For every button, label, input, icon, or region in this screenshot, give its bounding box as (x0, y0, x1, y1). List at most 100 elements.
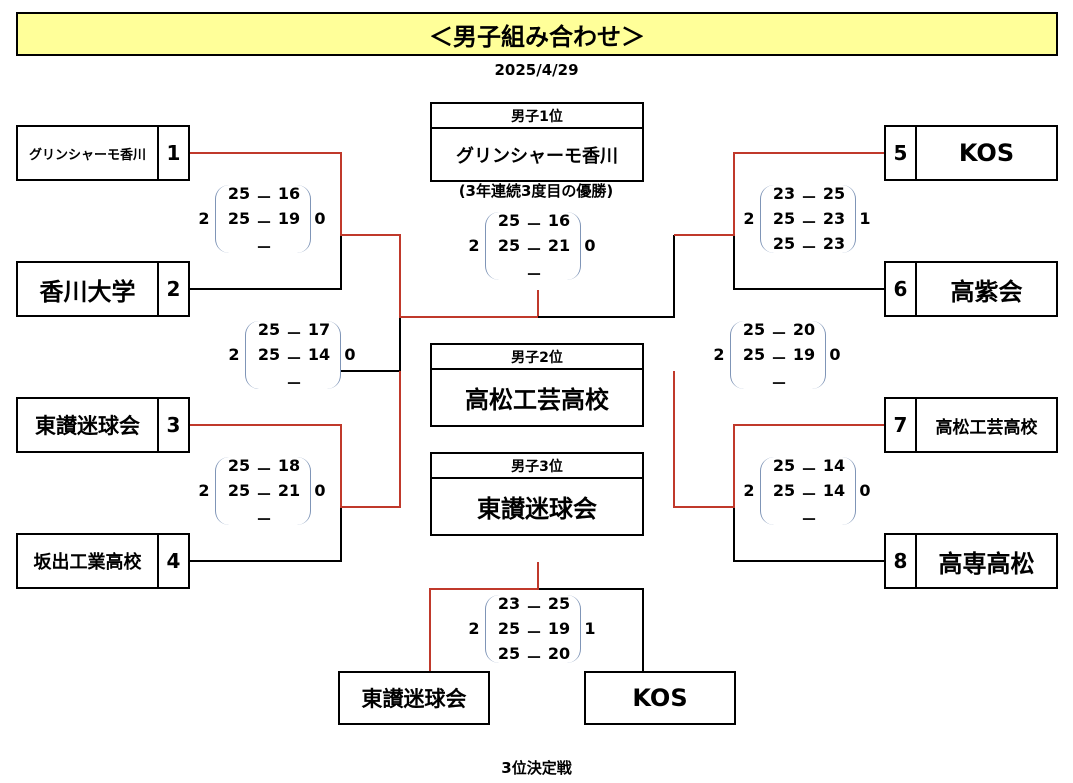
score-dash: － (526, 240, 543, 259)
team-name: KOS (632, 684, 688, 712)
set-row: 23 －25 (771, 184, 851, 207)
third-place-box: 男子3位 東讃迷球会 (430, 452, 644, 536)
team-box-6: 6 高紫会 (884, 261, 1058, 317)
bracket-paren (245, 321, 260, 389)
score-dash: － (801, 188, 818, 207)
set-row: － (226, 506, 306, 529)
seed-number: 8 (886, 535, 917, 587)
bracket-paren (566, 212, 581, 280)
set-score-right: 21 (547, 236, 571, 255)
seed-number: 1 (157, 127, 188, 179)
winner-line (190, 371, 401, 508)
score-dash: － (286, 324, 303, 343)
third-place-left-team: 東讃迷球会 (338, 671, 490, 725)
sets-won-right: 0 (314, 209, 326, 228)
bracket-line (733, 235, 884, 290)
third-place-match-label: 3位決定戦 (501, 759, 572, 777)
team-box-2: 香川大学 2 (16, 261, 190, 317)
set-row: 25－14 (771, 481, 851, 504)
champion-note: (3年連続3度目の優勝) (458, 182, 614, 200)
score-block-m2: 2 0 25－17 25－14 － (226, 319, 376, 393)
winner-line (429, 562, 539, 671)
set-score-left: 25 (497, 211, 521, 230)
seed-number: 6 (886, 263, 917, 315)
score-block-m3: 2 0 25－18 25－21 － (196, 455, 346, 529)
sets-won-right: 1 (584, 619, 596, 638)
set-score-right: 17 (307, 320, 331, 339)
set-row: 25－20 (496, 644, 576, 667)
set-score-left: 23 (497, 594, 521, 613)
bracket-paren (730, 321, 745, 389)
score-block-m6: 2 0 25－14 25－14 － (741, 455, 891, 529)
score-block-m1: 2 0 25－16 25－19 － (196, 183, 346, 257)
set-score-left: 23 (772, 184, 796, 203)
rank-team: 東讃迷球会 (477, 495, 597, 523)
set-row: 25－23 (771, 209, 851, 232)
team-name: KOS (958, 139, 1015, 167)
score-block-m5: 2 0 25－20 25－19 － (711, 319, 861, 393)
second-place-box: 男子2位 高松工芸高校 (430, 343, 644, 427)
set-score-left: 25 (742, 345, 766, 364)
set-score-left: 25 (772, 209, 796, 228)
set-score-right: 25 (822, 184, 846, 203)
sets-won-left: 2 (228, 345, 240, 364)
set-row: － (256, 370, 336, 393)
set-score-left: 25 (257, 345, 281, 364)
bracket-paren (811, 321, 826, 389)
score-dash: － (526, 648, 543, 667)
set-score-left: 25 (772, 456, 796, 475)
score-dash: － (256, 510, 273, 529)
set-score-left: 25 (227, 184, 251, 203)
set-row: 25－23 (771, 234, 851, 257)
bracket-paren (760, 457, 775, 525)
set-score-right: 19 (792, 345, 816, 364)
rank-label: 男子2位 (432, 345, 642, 370)
sets-won-right: 0 (344, 345, 356, 364)
set-row: － (771, 506, 851, 529)
bracket-paren (841, 457, 856, 525)
team-name: 東讃迷球会 (361, 687, 467, 711)
score-dash: － (801, 460, 818, 479)
set-score-left: 25 (772, 234, 796, 253)
bracket-paren (215, 185, 230, 253)
set-row: 25－21 (226, 481, 306, 504)
team-box-3: 東讃迷球会 3 (16, 397, 190, 453)
set-row: － (226, 234, 306, 257)
score-dash: － (801, 485, 818, 504)
team-name: 香川大学 (39, 277, 136, 306)
seed-number: 5 (886, 127, 917, 179)
sets-won-left: 2 (198, 209, 210, 228)
score-block-final: 2 0 25－16 25－21 － (466, 210, 616, 284)
set-score-left: 25 (497, 644, 521, 663)
sets-won-left: 2 (743, 481, 755, 500)
score-dash: － (801, 238, 818, 257)
score-dash: － (256, 485, 273, 504)
bracket-paren (215, 457, 230, 525)
bracket-line (733, 507, 884, 562)
set-score-right: 14 (822, 456, 846, 475)
team-name: 坂出工業高校 (33, 552, 142, 573)
score-dash: － (801, 213, 818, 232)
sets-won-right: 0 (859, 481, 871, 500)
score-dash: － (526, 265, 543, 284)
bracket-line (190, 507, 342, 562)
bracket-line (538, 235, 675, 318)
team-box-8: 8 高専高松 (884, 533, 1058, 589)
rank-team: グリンシャーモ香川 (456, 145, 618, 167)
rank-label: 男子1位 (432, 104, 642, 129)
set-score-right: 21 (277, 481, 301, 500)
set-row: 25－18 (226, 456, 306, 479)
set-score-right: 18 (277, 456, 301, 475)
team-box-1: グリンシャーモ香川 1 (16, 125, 190, 181)
set-row: 25－16 (496, 211, 576, 234)
bracket-paren (326, 321, 341, 389)
score-block-third-place: 2 1 23－25 25－19 25－20 (466, 593, 616, 667)
set-score-right: 25 (547, 594, 571, 613)
sets-won-left: 2 (198, 481, 210, 500)
set-score-right: 19 (277, 209, 301, 228)
set-score-left: 25 (227, 209, 251, 228)
seed-number: 4 (157, 535, 188, 587)
score-dash: － (286, 349, 303, 368)
set-score-left: 25 (497, 619, 521, 638)
